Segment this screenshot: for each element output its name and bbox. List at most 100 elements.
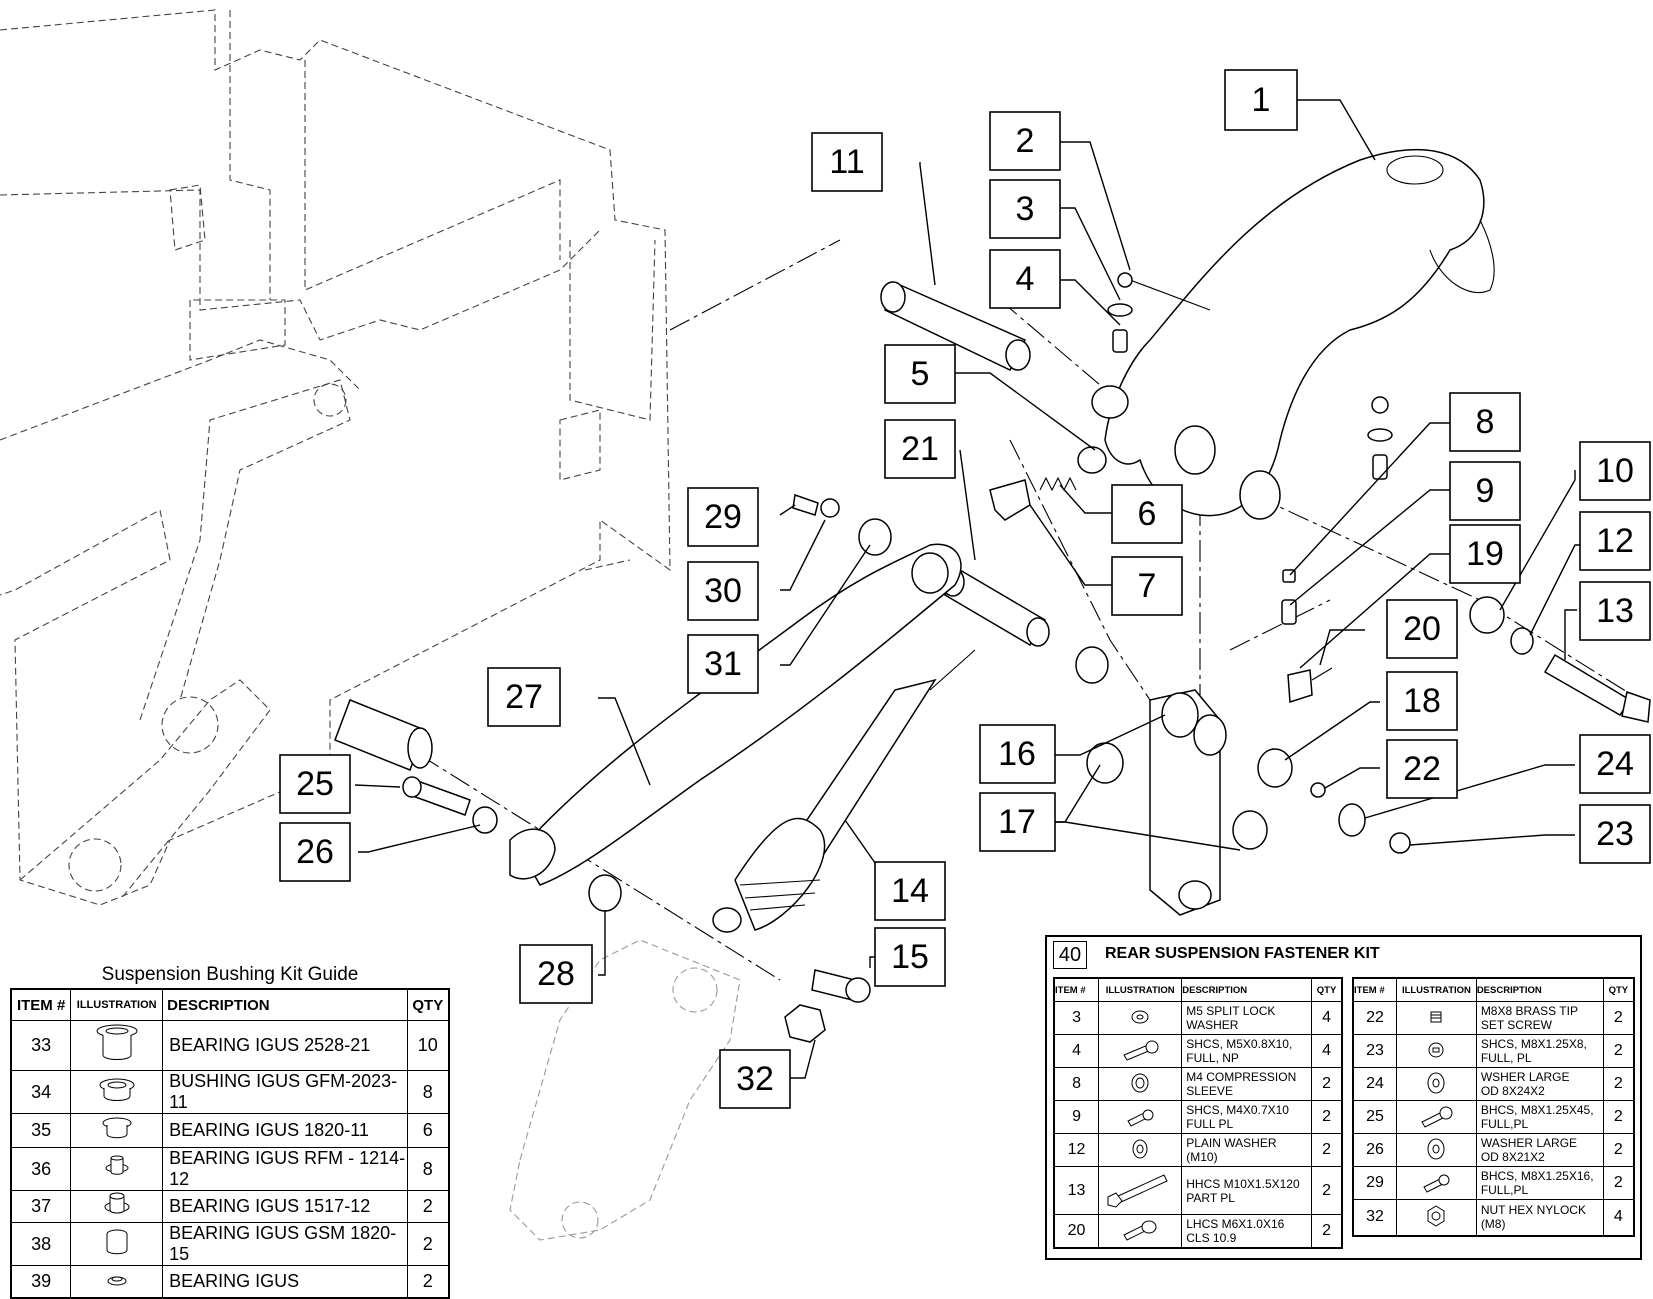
callout-11: 11: [811, 132, 883, 192]
callout-16: 16: [979, 724, 1056, 784]
fastener-table-left: ITEM # ILLUSTRATION DESCRIPTION QTY 3 M5…: [1053, 977, 1343, 1249]
svg-text:17: 17: [998, 803, 1036, 841]
svg-text:8: 8: [1476, 403, 1495, 441]
callout-31: 31: [687, 634, 759, 694]
callout-23: 23: [1579, 804, 1651, 864]
svg-text:20: 20: [1403, 610, 1441, 648]
header-illustration: ILLUSTRATION: [1098, 977, 1183, 1002]
set-screw-icon: [1396, 1001, 1477, 1035]
callout-32: 32: [719, 1049, 791, 1109]
svg-text:18: 18: [1403, 682, 1441, 720]
table-header-row: ITEM # ILLUSTRATION DESCRIPTION QTY: [1352, 977, 1635, 1002]
svg-text:26: 26: [296, 833, 334, 871]
callout-28: 28: [519, 944, 593, 1004]
svg-text:27: 27: [505, 678, 543, 716]
plain-washer-icon: [1098, 1133, 1183, 1167]
exploded-view-drawing: 1 2 3 4 5 6 7 8 9 10 11 12 13 14 15 16 1…: [0, 9, 1651, 1241]
row-item: 20: [1053, 1214, 1100, 1248]
thin-bearing-icon: [70, 1265, 164, 1298]
row-item: 39: [10, 1265, 72, 1298]
svg-text:9: 9: [1476, 472, 1495, 510]
row-item: 29: [1352, 1166, 1398, 1200]
row-qty: 2: [1602, 1100, 1635, 1134]
callout-25: 25: [279, 754, 351, 814]
svg-text:28: 28: [537, 955, 575, 993]
row-description: BUSHING IGUS GFM-2023-11: [162, 1070, 408, 1114]
table-header-row: ITEM # ILLUSTRATION DESCRIPTION QTY: [10, 988, 450, 1021]
row-item: 35: [10, 1113, 72, 1148]
callout-30: 30: [687, 561, 759, 621]
row-item: 12: [1053, 1133, 1100, 1167]
row-description: BEARING IGUS 2528-21: [162, 1020, 408, 1071]
socket-head-screw-icon: [1098, 1100, 1183, 1134]
svg-text:1: 1: [1252, 81, 1271, 119]
svg-text:19: 19: [1466, 535, 1504, 573]
callout-20: 20: [1386, 599, 1458, 659]
suspension-parts: [334, 148, 1651, 1043]
svg-text:5: 5: [911, 355, 930, 393]
row-qty: 2: [1311, 1133, 1343, 1167]
flanged-bushing-icon: [70, 1070, 164, 1114]
svg-text:12: 12: [1596, 522, 1634, 560]
header-item: ITEM #: [10, 988, 72, 1021]
row-qty: 2: [406, 1190, 450, 1223]
table-row: 12 PLAIN WASHER(M10) 2: [1053, 1133, 1343, 1167]
bushing-kit-table: ITEM # ILLUSTRATION DESCRIPTION QTY 33 B…: [10, 988, 450, 1299]
kit-number-box: 40: [1053, 941, 1087, 969]
header-description: DESCRIPTION: [162, 988, 408, 1021]
bushing-kit-guide: Suspension Bushing Kit Guide ITEM # ILLU…: [10, 962, 450, 1299]
row-qty: 8: [406, 1070, 450, 1114]
flanged-bearing-small-icon: [70, 1190, 164, 1223]
row-description: BEARING IGUS 1517-12: [162, 1190, 408, 1223]
callout-26: 26: [279, 822, 351, 882]
callout-12: 12: [1579, 511, 1651, 571]
row-description: BHCS, M8X1.25X45,FULL,PL: [1475, 1100, 1604, 1134]
row-qty: 6: [406, 1113, 450, 1148]
row-item: 38: [10, 1222, 72, 1266]
header-description: DESCRIPTION: [1181, 977, 1313, 1002]
row-qty: 2: [1602, 1067, 1635, 1101]
svg-text:24: 24: [1596, 745, 1634, 783]
row-qty: 2: [1602, 1001, 1635, 1035]
assembly-axes: [419, 239, 1641, 981]
table-row: 23 SHCS, M8X1.25X8,FULL, PL 2: [1352, 1034, 1635, 1068]
svg-text:22: 22: [1403, 750, 1441, 788]
callout-5: 5: [884, 344, 956, 404]
table-header-row: ITEM # ILLUSTRATION DESCRIPTION QTY: [1053, 977, 1343, 1002]
svg-text:21: 21: [901, 430, 939, 468]
large-washer-icon: [1396, 1067, 1477, 1101]
table-row: 4 SHCS, M5X0.8X10,FULL, NP 4: [1053, 1034, 1343, 1068]
socket-head-screw-icon: [1098, 1034, 1183, 1068]
svg-text:16: 16: [998, 735, 1036, 773]
svg-text:10: 10: [1596, 452, 1634, 490]
row-item: 4: [1053, 1034, 1100, 1068]
fastener-kit-panel: 40 REAR SUSPENSION FASTENER KIT ITEM # I…: [1045, 935, 1642, 1260]
header-description: DESCRIPTION: [1475, 977, 1604, 1002]
svg-text:32: 32: [736, 1060, 774, 1098]
chassis-frame: [0, 9, 741, 1241]
row-description: PLAIN WASHER(M10): [1181, 1133, 1313, 1167]
row-qty: 2: [1602, 1133, 1635, 1167]
row-item: 23: [1352, 1034, 1398, 1068]
svg-text:7: 7: [1138, 567, 1157, 605]
hex-nut-icon: [1396, 1199, 1477, 1236]
row-item: 26: [1352, 1133, 1398, 1167]
callout-24: 24: [1579, 734, 1651, 794]
table-row: 29 BHCS, M8X1.25X16,FULL,PL 2: [1352, 1166, 1635, 1200]
callout-9: 9: [1449, 461, 1521, 521]
header-qty: QTY: [1311, 977, 1343, 1002]
callout-7: 7: [1111, 556, 1183, 616]
row-item: 32: [1352, 1199, 1398, 1236]
row-qty: 2: [406, 1265, 450, 1298]
svg-text:2: 2: [1016, 122, 1035, 160]
row-qty: 2: [1602, 1034, 1635, 1068]
callout-21: 21: [884, 419, 956, 479]
header-illustration: ILLUSTRATION: [70, 988, 164, 1021]
row-item: 13: [1053, 1166, 1100, 1215]
